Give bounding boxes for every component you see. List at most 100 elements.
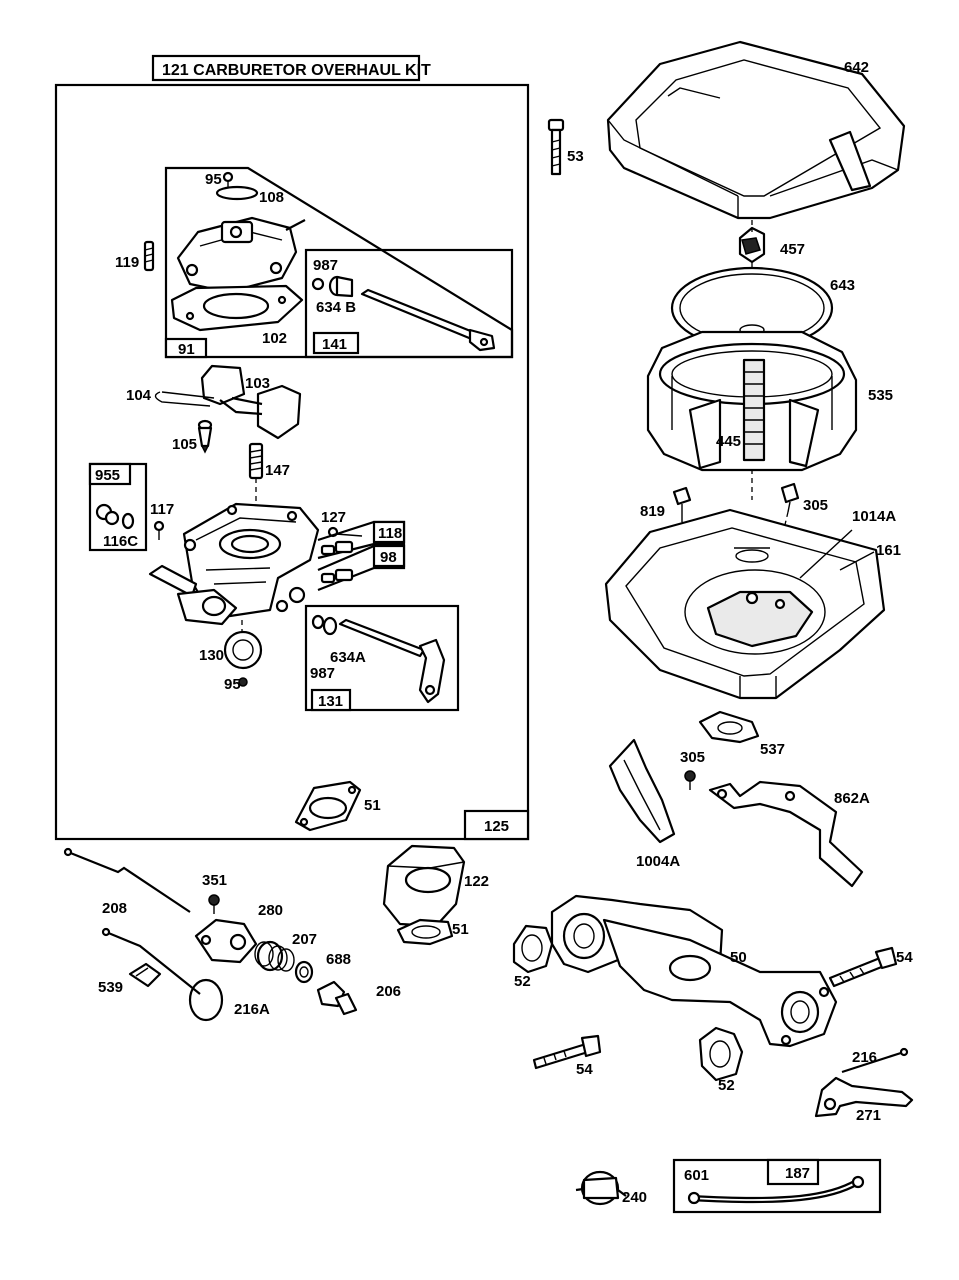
- bolt-53: [547, 118, 565, 176]
- label-634a: 634A: [330, 649, 366, 666]
- kit-91-box: 91 141: [164, 166, 514, 359]
- label-206: 206: [376, 983, 401, 1000]
- label-104: 104: [126, 387, 152, 404]
- screw-351: [208, 894, 220, 914]
- label-127: 127: [321, 509, 346, 526]
- label-50: 50: [730, 949, 747, 966]
- filter-element-535: [646, 330, 858, 472]
- spacer-122: [382, 844, 466, 928]
- label-117: 117: [150, 501, 174, 518]
- label-95-top: 95: [205, 171, 222, 188]
- gasket-52-upper: [512, 924, 554, 974]
- label-141: 141: [322, 336, 347, 353]
- kit-title: 121 CARBURETOR OVERHAUL KIT: [151, 54, 431, 82]
- label-955: 955: [95, 467, 120, 484]
- label-216: 216: [852, 1049, 877, 1066]
- label-161: 161: [876, 542, 901, 559]
- fuel-filter-240: [575, 1170, 627, 1206]
- label-105: 105: [172, 436, 197, 453]
- label-108: 108: [259, 189, 284, 206]
- kit-955-box: 955 116C: [88, 462, 148, 552]
- label-53: 53: [567, 148, 584, 165]
- clip-539: [128, 962, 162, 988]
- label-91: 91: [178, 341, 195, 358]
- gasket-52-lower: [698, 1026, 744, 1082]
- label-537: 537: [760, 741, 785, 758]
- label-122: 122: [464, 873, 489, 890]
- float-103: [200, 364, 302, 440]
- label-54-right: 54: [896, 949, 913, 966]
- gasket-51-lower: [396, 918, 454, 946]
- spring-207: [254, 940, 295, 972]
- label-131: 131: [318, 693, 343, 710]
- link-216: [841, 1047, 909, 1074]
- screw-117: [153, 520, 165, 540]
- label-118: 118: [378, 525, 402, 542]
- screw-127: [327, 526, 363, 538]
- label-271: 271: [856, 1107, 881, 1124]
- label-445: 445: [716, 433, 741, 450]
- kit-boundary-box: 125: [54, 83, 530, 841]
- label-987-top: 987: [313, 257, 338, 274]
- screw-147: [248, 442, 264, 520]
- label-54-lower: 54: [576, 1061, 593, 1078]
- label-52-lower: 52: [718, 1077, 735, 1094]
- label-643: 643: [830, 277, 855, 294]
- screw-95-bottom: [238, 677, 248, 687]
- label-1004a: 1004A: [636, 853, 680, 870]
- label-240: 240: [622, 1189, 647, 1206]
- label-116c: 116C: [103, 533, 138, 550]
- bushing-634b: [328, 275, 354, 298]
- link-208: [63, 847, 191, 913]
- label-51-kit: 51: [364, 797, 381, 814]
- nut-457: [738, 226, 766, 264]
- air-cleaner-cover-642: [606, 40, 906, 220]
- label-305-top: 305: [803, 497, 828, 514]
- label-95-bottom: 95: [224, 676, 241, 693]
- label-987-bottom: 987: [310, 665, 335, 682]
- bolt-54-right: [828, 946, 898, 988]
- bracket-862a: [708, 780, 864, 888]
- label-601: 601: [684, 1167, 709, 1184]
- deflector-1004a: [608, 738, 676, 844]
- needle-105: [197, 419, 213, 454]
- label-642: 642: [844, 59, 869, 76]
- screw-305-lower: [684, 770, 696, 790]
- label-102: 102: [262, 330, 287, 347]
- label-147: 147: [265, 462, 290, 479]
- label-535: 535: [868, 387, 893, 404]
- bolt-54-lower: [532, 1034, 602, 1070]
- label-125: 125: [484, 818, 509, 835]
- washer-987-top: [311, 277, 325, 291]
- label-130: 130: [199, 647, 224, 664]
- label-51-lower: 51: [452, 921, 469, 938]
- gasket-537: [698, 710, 760, 744]
- lever-271: [814, 1076, 914, 1118]
- kit-98-box: 98: [317, 544, 406, 592]
- label-187: 187: [785, 1165, 810, 1182]
- gasket-108: [215, 185, 259, 201]
- screw-206: [316, 980, 358, 1016]
- gasket-51-kit: [294, 780, 362, 832]
- label-1014a: 1014A: [852, 508, 896, 525]
- diaphragm-130: [223, 630, 263, 670]
- label-305-lower: 305: [680, 749, 705, 766]
- label-207: 207: [292, 931, 317, 948]
- label-280: 280: [258, 902, 283, 919]
- label-539: 539: [98, 979, 123, 996]
- intake-manifold-50: [550, 894, 838, 1048]
- kit-title-text: 121 CARBURETOR OVERHAUL KIT: [162, 62, 431, 79]
- label-98: 98: [380, 549, 397, 566]
- label-819: 819: [640, 503, 665, 520]
- screw-119: [143, 240, 155, 272]
- label-457: 457: [780, 241, 805, 258]
- label-52-upper: 52: [514, 973, 531, 990]
- link-216a: [101, 927, 224, 1022]
- label-688: 688: [326, 951, 351, 968]
- bracket-280: [194, 918, 258, 964]
- washer-688: [294, 960, 314, 984]
- gasket-102: [170, 284, 304, 332]
- label-216a: 216A: [234, 1001, 270, 1018]
- kit-118-box: 118: [317, 520, 406, 560]
- label-351: 351: [202, 872, 227, 889]
